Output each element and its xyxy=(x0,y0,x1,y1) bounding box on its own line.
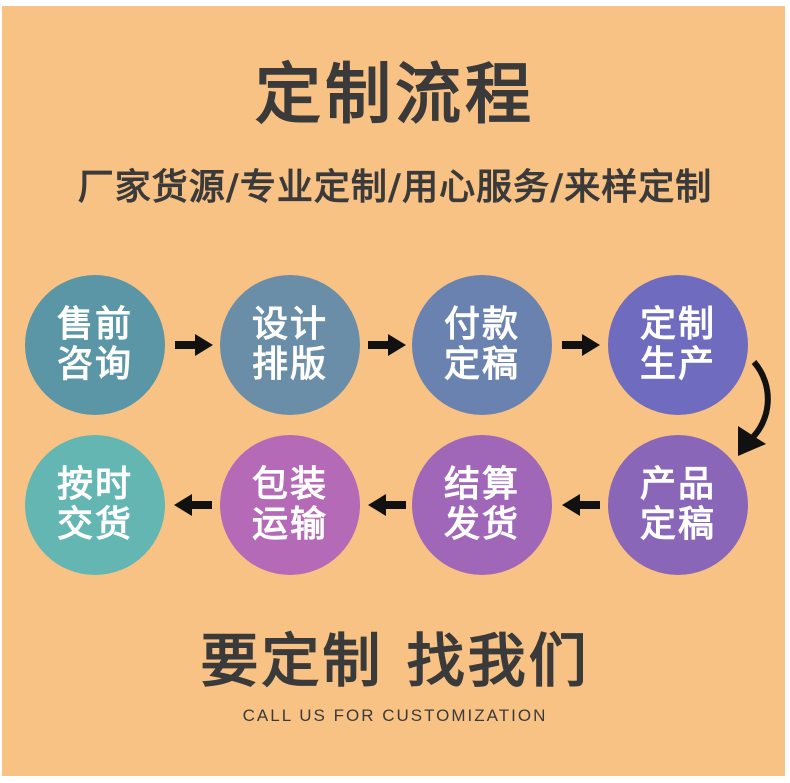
step-8-line2: 交货 xyxy=(56,504,133,545)
arrow-left-icon xyxy=(562,494,600,516)
step-4-circle: 定制 生产 xyxy=(608,275,748,415)
step-2-line1: 设计 xyxy=(251,304,328,345)
arrow-curved-down-icon xyxy=(738,360,771,456)
step-8-circle: 按时 交货 xyxy=(25,435,165,575)
arrow-right-icon xyxy=(368,334,406,356)
step-3-line1: 付款 xyxy=(443,304,520,345)
step-7-circle: 包装 运输 xyxy=(220,435,360,575)
step-1-line2: 咨询 xyxy=(56,344,133,385)
arrow-right-icon xyxy=(562,334,600,356)
step-2-circle: 设计 排版 xyxy=(220,275,360,415)
step-6-circle: 结算 发货 xyxy=(412,435,552,575)
step-6-line2: 发货 xyxy=(443,504,520,545)
step-3-circle: 付款 定稿 xyxy=(412,275,552,415)
arrow-left-icon xyxy=(368,494,406,516)
step-5-line1: 产品 xyxy=(639,464,716,505)
page-title: 定制流程 xyxy=(255,56,535,133)
step-5-line2: 定稿 xyxy=(639,504,716,545)
footer-slogan: 要定制 找我们 xyxy=(200,627,590,695)
page-subtitle: 厂家货源/专业定制/用心服务/来样定制 xyxy=(77,167,713,208)
step-6-line1: 结算 xyxy=(443,464,520,505)
step-5-circle: 产品 定稿 xyxy=(608,435,748,575)
step-3-line2: 定稿 xyxy=(443,344,520,385)
step-1-circle: 售前 咨询 xyxy=(25,275,165,415)
step-1-line1: 售前 xyxy=(56,304,133,345)
step-4-line2: 生产 xyxy=(639,344,716,385)
step-7-line1: 包装 xyxy=(251,464,328,505)
arrow-left-icon xyxy=(174,494,212,516)
footer-tagline: CALL US FOR CUSTOMIZATION xyxy=(242,706,548,725)
step-2-line2: 排版 xyxy=(251,344,328,385)
step-8-line1: 按时 xyxy=(56,464,133,505)
step-7-line2: 运输 xyxy=(251,504,328,545)
step-4-line1: 定制 xyxy=(639,304,716,345)
arrow-right-icon xyxy=(175,334,213,356)
